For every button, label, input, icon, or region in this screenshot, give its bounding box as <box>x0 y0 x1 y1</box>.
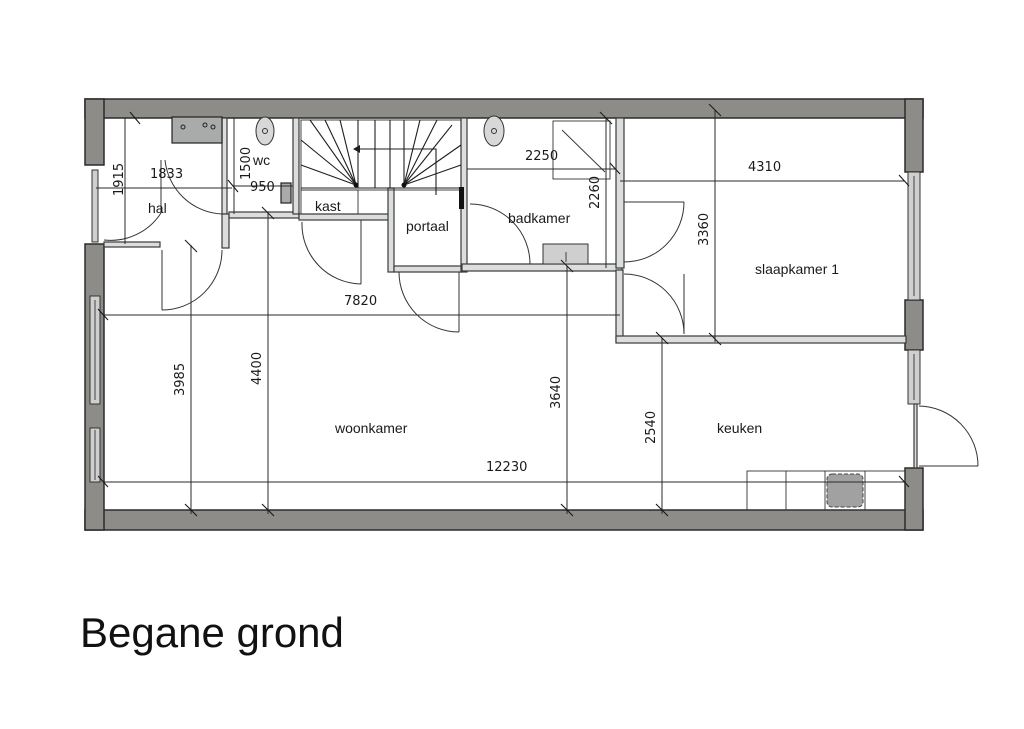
kast-shelf <box>300 189 359 215</box>
dim-badkamer-depth: 2260 <box>588 176 603 209</box>
staircase <box>300 119 464 209</box>
dim-woonkamer-width: 7820 <box>344 294 377 309</box>
dim-slaapkamer-width: 4310 <box>748 160 781 175</box>
dim-woonkamer-depth-3: 3640 <box>549 376 564 409</box>
doors <box>103 159 979 467</box>
room-label-portaal: portaal <box>406 218 449 234</box>
dimension-lines <box>96 103 910 517</box>
dim-keuken-depth: 2540 <box>644 411 659 444</box>
room-label-hal: hal <box>148 200 167 216</box>
dim-badkamer-width: 2250 <box>525 149 558 164</box>
room-labels: hal wc kast portaal badkamer slaapkamer … <box>148 152 839 436</box>
fixtures <box>171 115 906 511</box>
room-label-slaapkamer: slaapkamer 1 <box>755 261 839 277</box>
room-label-kast: kast <box>315 198 341 214</box>
windows <box>89 169 921 483</box>
dim-total-width: 12230 <box>486 460 527 475</box>
dim-hal-width: 1833 <box>150 167 183 182</box>
floor-title: Begane grond <box>80 609 344 656</box>
dim-slaapkamer-depth: 3360 <box>697 213 712 246</box>
room-label-badkamer: badkamer <box>508 210 571 226</box>
dim-woonkamer-depth-2: 4400 <box>250 352 265 385</box>
room-label-woonkamer: woonkamer <box>334 420 408 436</box>
dim-woonkamer-depth-1: 3985 <box>173 363 188 396</box>
dim-wc-depth: 1500 <box>239 147 254 180</box>
dim-wc-width: 950 <box>250 180 275 195</box>
dim-hal-depth: 1915 <box>112 163 127 196</box>
interior-walls <box>103 117 918 469</box>
dimension-labels: 1833 1915 1500 950 2250 2260 4310 3360 7… <box>112 147 781 475</box>
room-label-keuken: keuken <box>717 420 762 436</box>
room-label-wc: wc <box>252 152 270 168</box>
